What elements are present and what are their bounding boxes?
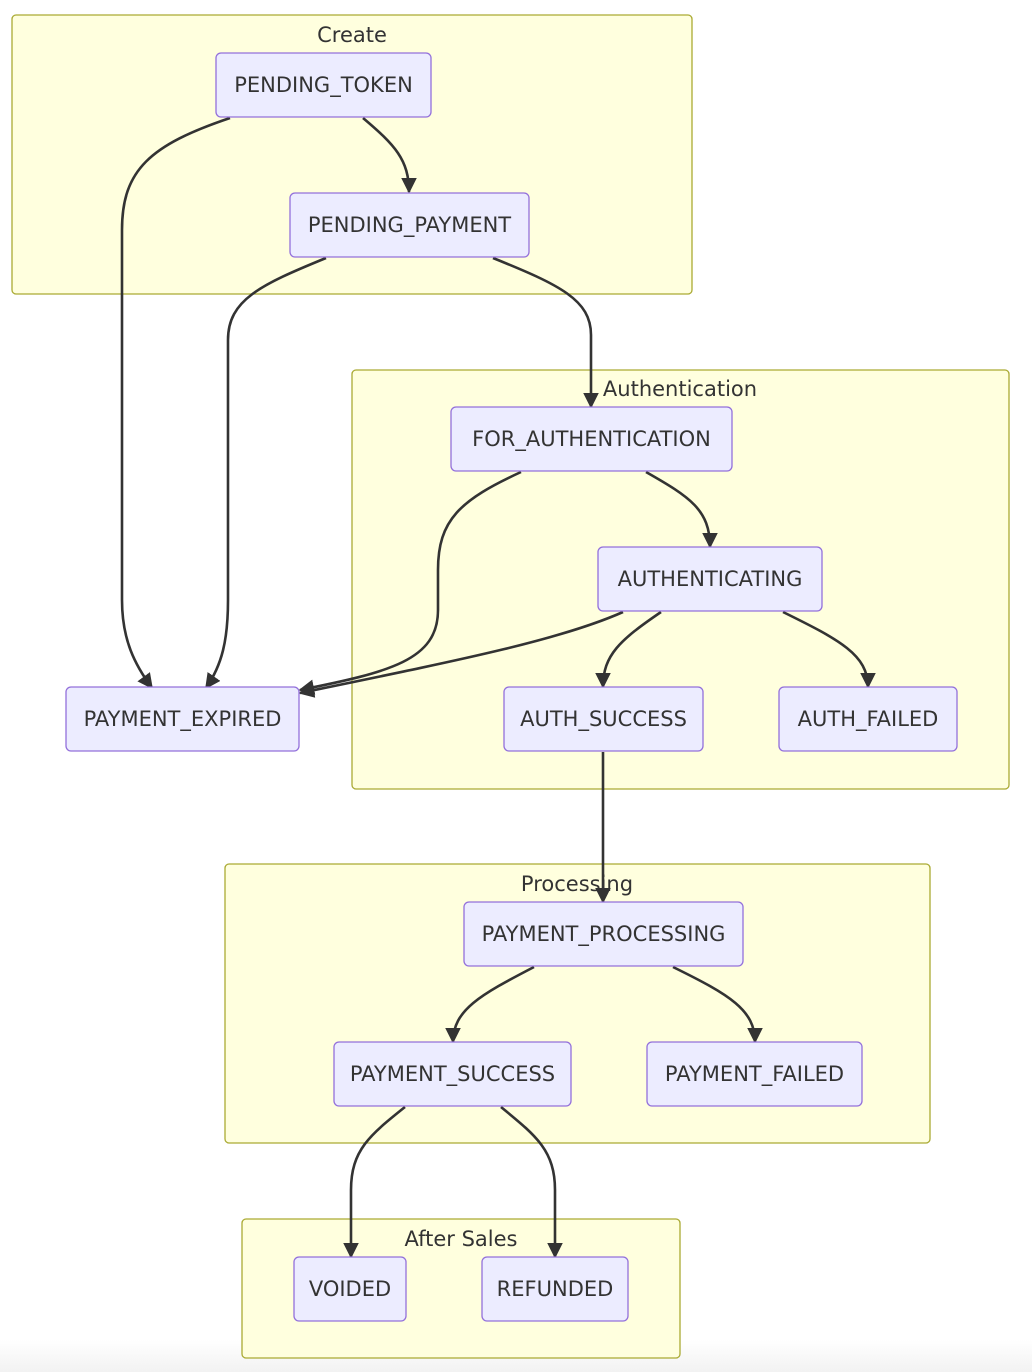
node-payment-expired[interactable]: PAYMENT_EXPIRED	[65, 686, 300, 752]
node-payment-success[interactable]: PAYMENT_SUCCESS	[333, 1041, 572, 1107]
node-label: REFUNDED	[497, 1277, 614, 1301]
node-label: VOIDED	[309, 1277, 391, 1301]
node-label: PENDING_PAYMENT	[308, 213, 511, 238]
node-label: PAYMENT_SUCCESS	[350, 1062, 555, 1087]
node-label: FOR_AUTHENTICATION	[472, 427, 711, 452]
cluster-label-processing: Processing	[521, 872, 633, 896]
edge-payment-processing-to-payment-success	[445, 965, 535, 1044]
node-auth-failed[interactable]: AUTH_FAILED	[778, 686, 958, 752]
node-refunded[interactable]: REFUNDED	[481, 1256, 629, 1322]
node-label: AUTHENTICATING	[618, 567, 803, 591]
edge-authenticating-to-payment-expired	[298, 610, 624, 698]
node-label: AUTH_FAILED	[798, 707, 939, 732]
edge-pending-token-to-payment-expired	[120, 116, 231, 690]
edge-for-authentication-to-authenticating	[645, 470, 718, 549]
edge-pending-token-to-pending-payment	[362, 117, 417, 194]
edge-payment-success-to-voided	[343, 1105, 406, 1259]
node-voided[interactable]: VOIDED	[293, 1256, 407, 1322]
node-for-authentication[interactable]: FOR_AUTHENTICATION	[450, 406, 733, 472]
edge-payment-processing-to-payment-failed	[672, 965, 763, 1044]
node-pending-token[interactable]: PENDING_TOKEN	[215, 52, 432, 118]
edge-pending-payment-to-payment-expired	[204, 256, 327, 690]
cluster-label-after-sales: After Sales	[405, 1227, 518, 1251]
cluster-label-create: Create	[317, 23, 387, 47]
node-label: PAYMENT_EXPIRED	[84, 707, 282, 732]
edges	[120, 116, 876, 1259]
edge-authenticating-to-auth-success	[595, 610, 662, 689]
node-label: PAYMENT_PROCESSING	[482, 922, 726, 947]
edge-authenticating-to-auth-failed	[782, 610, 876, 689]
node-payment-failed[interactable]: PAYMENT_FAILED	[646, 1041, 863, 1107]
node-auth-success[interactable]: AUTH_SUCCESS	[503, 686, 704, 752]
node-payment-processing[interactable]: PAYMENT_PROCESSING	[463, 901, 744, 967]
node-authenticating[interactable]: AUTHENTICATING	[597, 546, 823, 612]
edge-pending-payment-to-for-authentication	[492, 256, 599, 409]
node-label: AUTH_SUCCESS	[520, 707, 687, 732]
edge-payment-success-to-refunded	[500, 1105, 563, 1259]
node-pending-payment[interactable]: PENDING_PAYMENT	[289, 192, 530, 258]
node-label: PENDING_TOKEN	[234, 73, 413, 98]
cluster-label-authentication: Authentication	[603, 377, 757, 401]
edge-for-authentication-to-payment-expired	[298, 470, 522, 695]
node-label: PAYMENT_FAILED	[665, 1062, 844, 1087]
